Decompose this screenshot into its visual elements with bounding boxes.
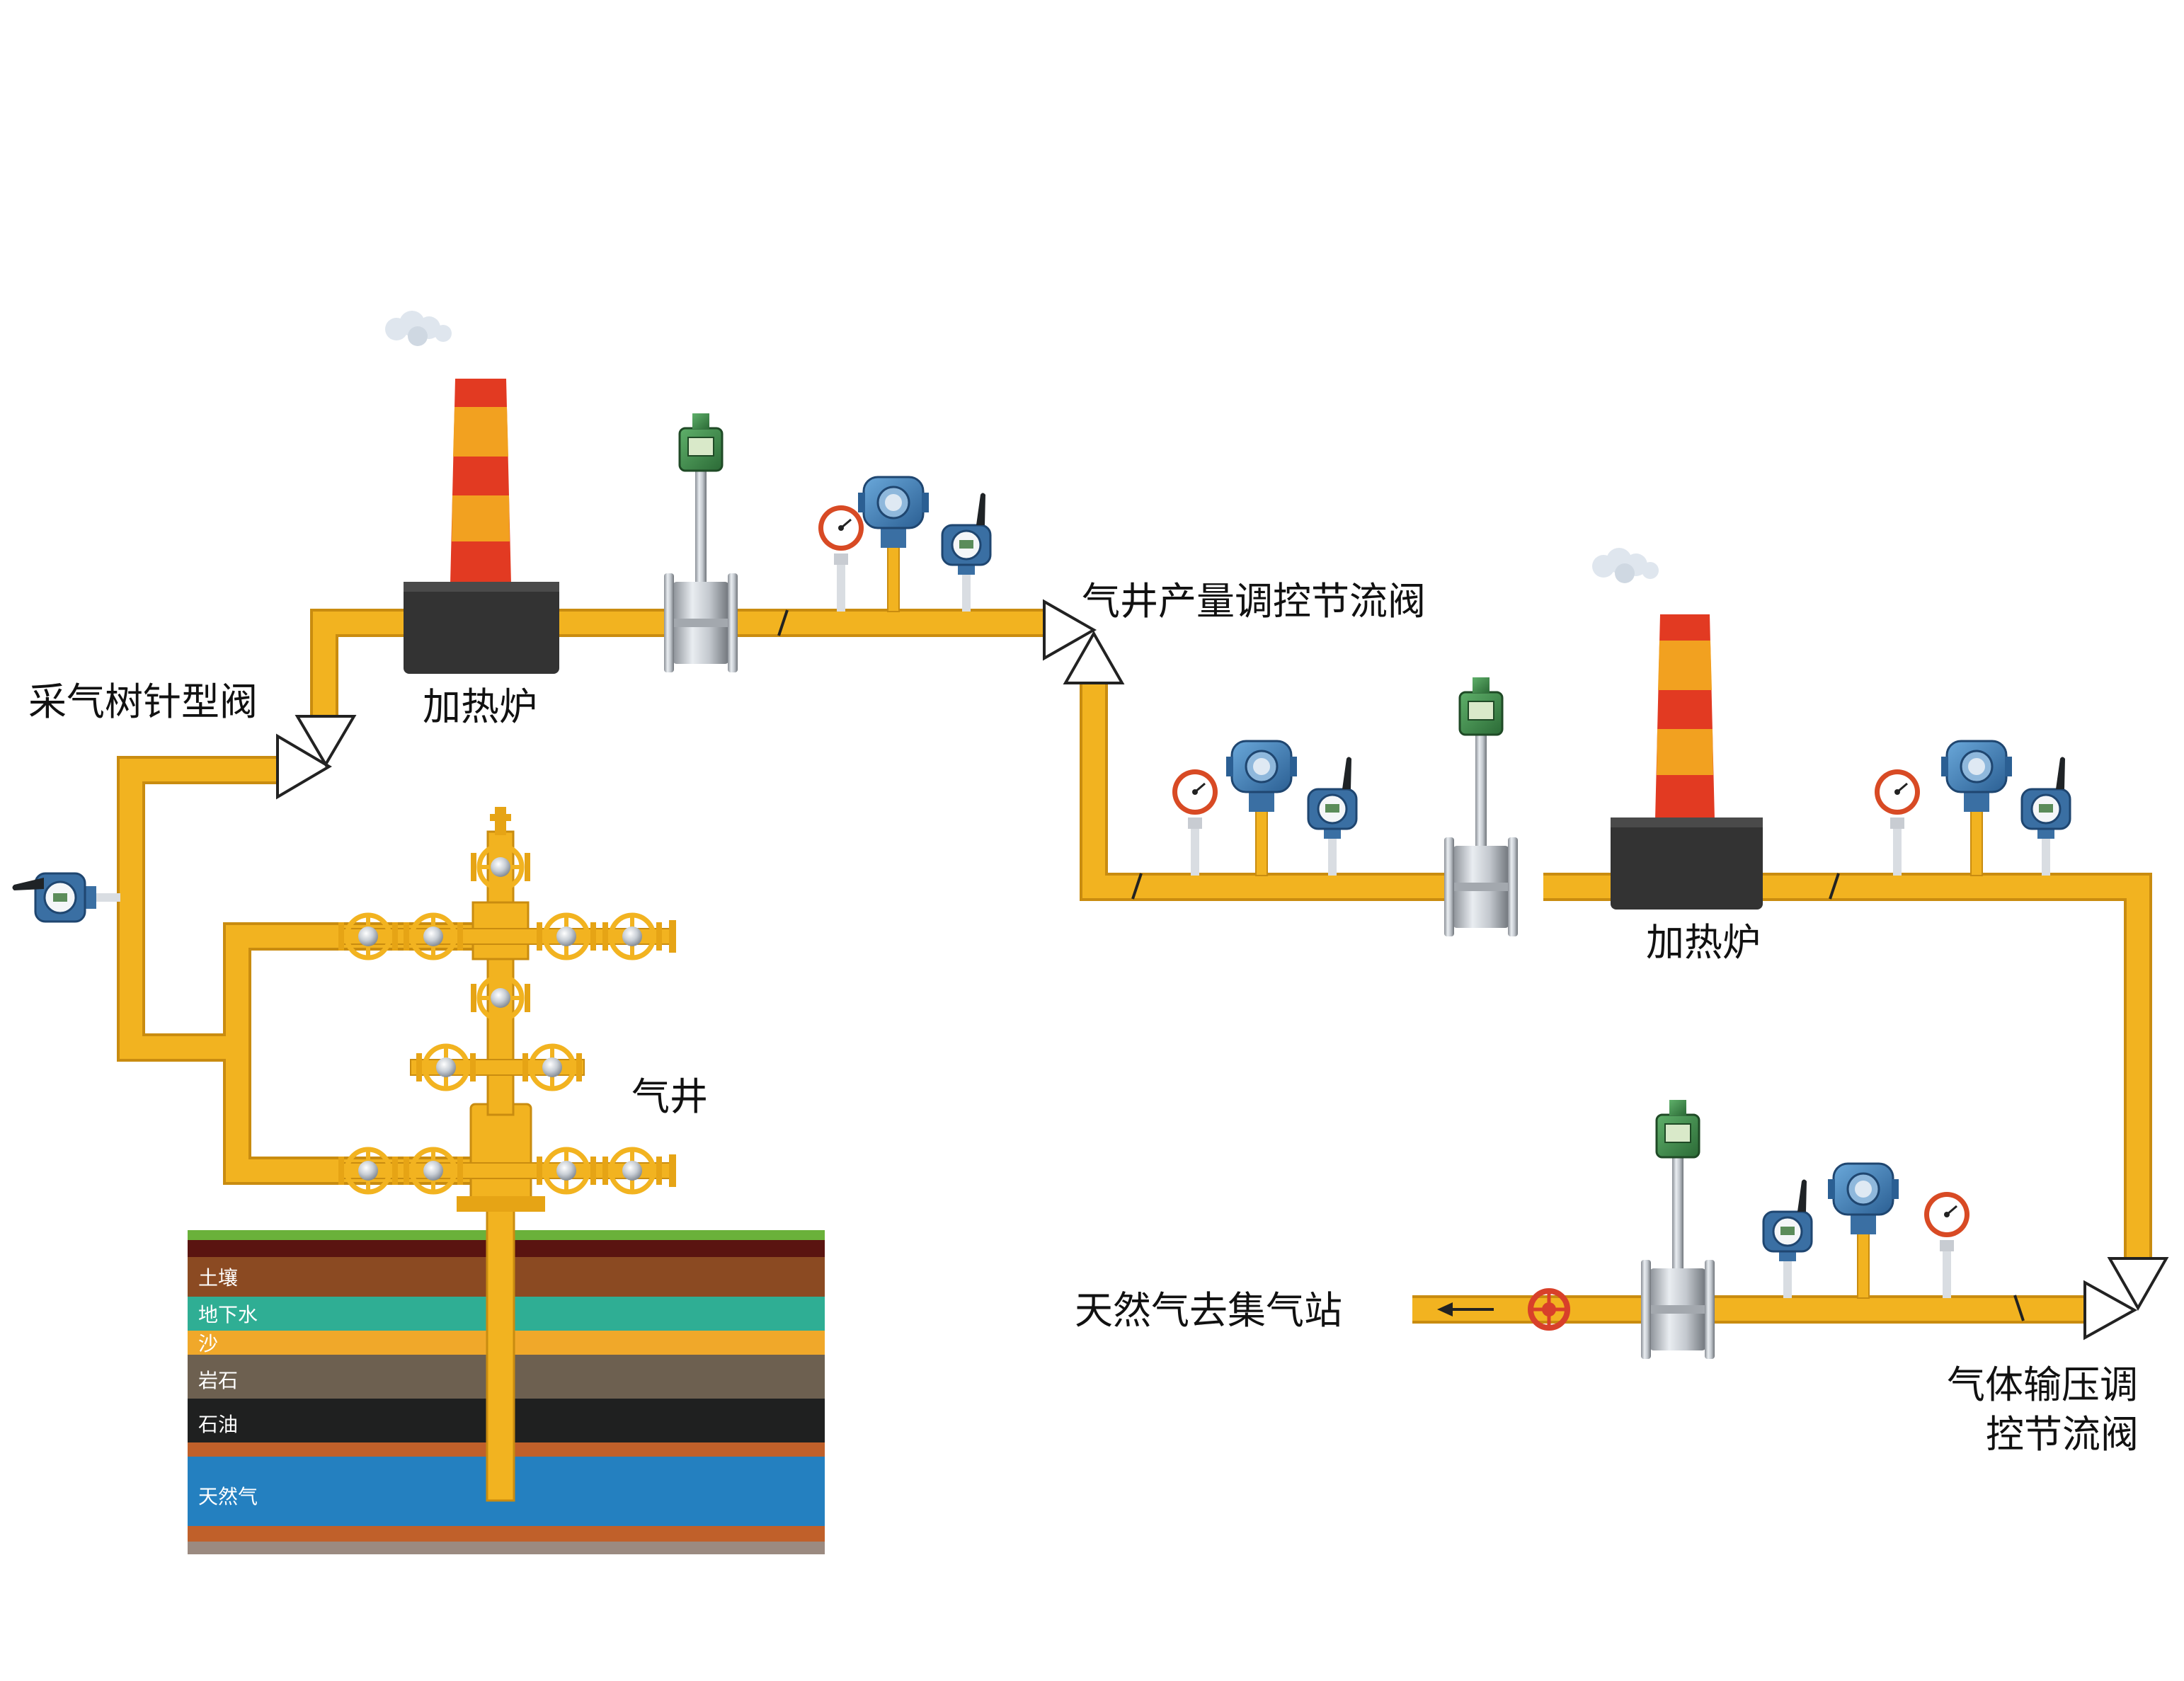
pressure-valve-label-line2: 控节流阀 bbox=[1986, 1412, 2139, 1457]
bottom-layer bbox=[188, 1526, 825, 1542]
wireless-transmitter-icon bbox=[1762, 1178, 1813, 1300]
gas-well-christmas-tree-icon bbox=[338, 807, 676, 1502]
production-valve-label: 气井产量调控节流阀 bbox=[1082, 579, 1426, 624]
base-layer bbox=[188, 1542, 825, 1554]
pressure-gauge-icon bbox=[1171, 768, 1219, 877]
heater-furnace-icon bbox=[1592, 548, 1763, 910]
gas-well-label: 气井 bbox=[631, 1074, 708, 1119]
wireless-transmitter-icon bbox=[941, 492, 992, 613]
vortex-flowmeter-icon bbox=[1443, 676, 1519, 938]
needle-valve-label: 采气树针型阀 bbox=[28, 679, 258, 724]
strata-label-rock: 岩石 bbox=[198, 1369, 238, 1392]
strata-label-soil: 土壤 bbox=[198, 1266, 238, 1290]
pressure-transmitter-icon bbox=[1826, 1162, 1900, 1300]
pressure-valve-label-line1: 气体输压调 bbox=[1947, 1362, 2138, 1407]
pressure-transmitter-icon bbox=[1940, 740, 2013, 877]
pressure-transmitter-icon bbox=[1225, 740, 1298, 877]
heater-furnace-icon bbox=[385, 311, 559, 674]
pressure-transmitter-icon bbox=[857, 476, 930, 613]
strata-label-sand: 沙 bbox=[198, 1332, 218, 1355]
strata-label-oil: 石油 bbox=[198, 1413, 238, 1436]
wireless-transmitter-icon bbox=[2020, 756, 2071, 877]
heater-1-label: 加热炉 bbox=[423, 684, 537, 729]
wireless-transmitter-icon bbox=[12, 872, 120, 923]
wireless-transmitter-icon bbox=[1307, 756, 1358, 877]
vortex-flowmeter-icon bbox=[1640, 1098, 1716, 1360]
strata-label-natural-gas: 天然气 bbox=[198, 1485, 258, 1508]
vortex-flowmeter-icon bbox=[663, 412, 739, 674]
red-ball-valve-icon bbox=[1528, 1288, 1570, 1331]
throttle-valve-icon bbox=[276, 599, 2169, 1341]
heater-2-label: 加热炉 bbox=[1646, 920, 1761, 965]
pressure-gauge-icon bbox=[1873, 768, 1921, 877]
outlet-label: 天然气去集气站 bbox=[1075, 1288, 1342, 1333]
strata-label-groundwater: 地下水 bbox=[198, 1303, 258, 1326]
pipe-hatch-marks bbox=[777, 609, 2025, 1321]
pressure-gauge-icon bbox=[817, 504, 865, 613]
pressure-gauge-icon bbox=[1923, 1191, 1971, 1300]
arrow-left-icon bbox=[1437, 1302, 1494, 1316]
